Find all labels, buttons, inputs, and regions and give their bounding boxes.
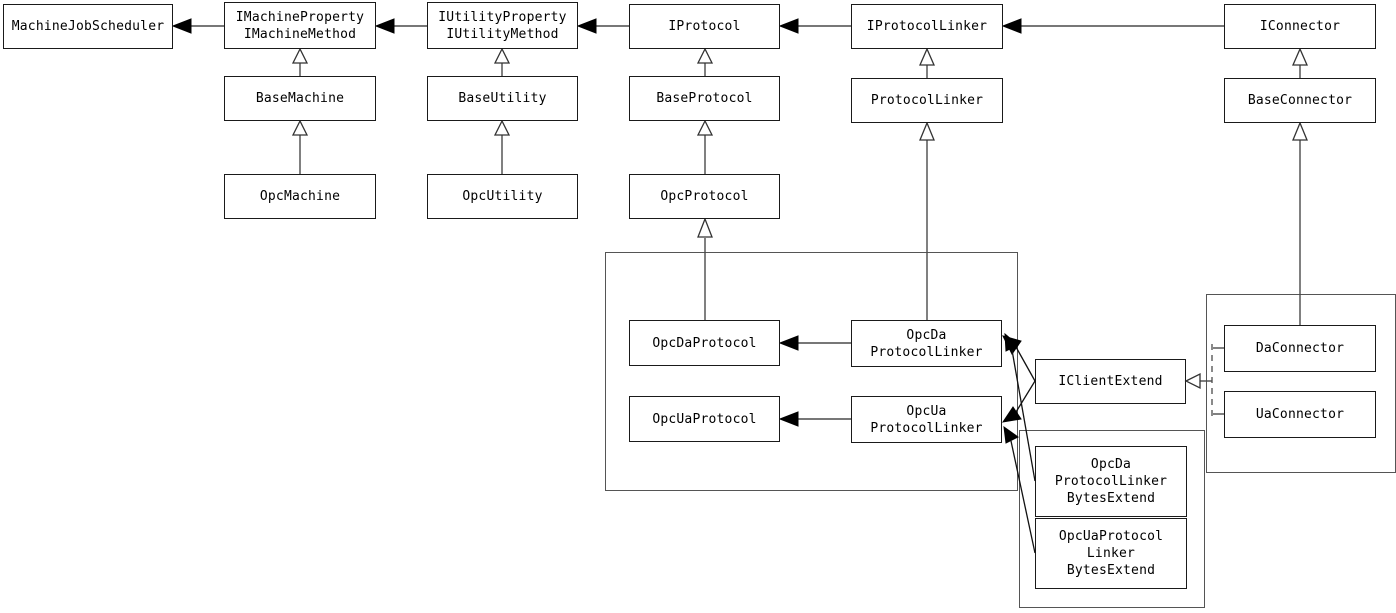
class-box-opc-ua-protocol-linker[interactable]: OpcUa ProtocolLinker bbox=[851, 396, 1002, 443]
class-box-base-machine[interactable]: BaseMachine bbox=[224, 76, 376, 121]
class-box-machine-job-scheduler[interactable]: MachineJobScheduler bbox=[3, 4, 173, 49]
class-box-iprotocol[interactable]: IProtocol bbox=[629, 4, 780, 49]
class-box-opc-machine[interactable]: OpcMachine bbox=[224, 174, 376, 219]
class-box-opc-da-protocol-linker-bytes-extend[interactable]: OpcDa ProtocolLinker BytesExtend bbox=[1035, 446, 1187, 517]
class-box-iprotocol-linker[interactable]: IProtocolLinker bbox=[851, 4, 1003, 49]
class-box-base-protocol[interactable]: BaseProtocol bbox=[629, 76, 780, 121]
class-box-protocol-linker[interactable]: ProtocolLinker bbox=[851, 78, 1003, 123]
class-box-iutility-property[interactable]: IUtilityProperty IUtilityMethod bbox=[427, 2, 578, 49]
class-box-opc-da-protocol[interactable]: OpcDaProtocol bbox=[629, 320, 780, 366]
class-box-base-utility[interactable]: BaseUtility bbox=[427, 76, 578, 121]
class-box-opc-ua-protocol[interactable]: OpcUaProtocol bbox=[629, 396, 780, 442]
class-box-iconnector[interactable]: IConnector bbox=[1224, 4, 1376, 49]
class-box-opc-ua-protocol-linker-bytes-extend[interactable]: OpcUaProtocol Linker BytesExtend bbox=[1035, 518, 1187, 589]
class-box-base-connector[interactable]: BaseConnector bbox=[1224, 78, 1376, 123]
group-protocol-container bbox=[605, 252, 1018, 491]
class-box-ua-connector[interactable]: UaConnector bbox=[1224, 391, 1376, 438]
class-box-iclient-extend[interactable]: IClientExtend bbox=[1035, 359, 1186, 404]
class-box-da-connector[interactable]: DaConnector bbox=[1224, 325, 1376, 372]
class-box-opc-utility[interactable]: OpcUtility bbox=[427, 174, 578, 219]
group-connector-container bbox=[1206, 294, 1396, 473]
class-box-opc-protocol[interactable]: OpcProtocol bbox=[629, 174, 780, 219]
class-box-imachine-property[interactable]: IMachineProperty IMachineMethod bbox=[224, 2, 376, 49]
class-box-opc-da-protocol-linker[interactable]: OpcDa ProtocolLinker bbox=[851, 320, 1002, 367]
